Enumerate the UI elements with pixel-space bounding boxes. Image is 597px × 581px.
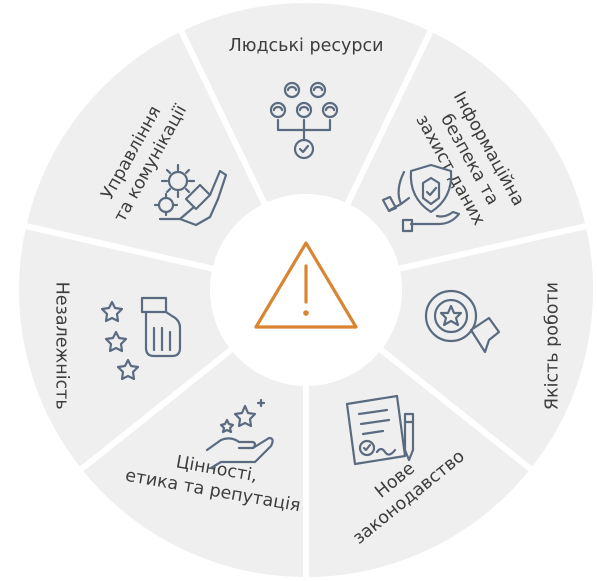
label-hr: Людські ресурси: [229, 36, 384, 56]
segment-law: [303, 344, 536, 581]
warning-triangle-icon: [254, 241, 358, 329]
thumbs-up-stars-icon: [100, 296, 182, 381]
people-network-icon: [269, 81, 339, 160]
label-independence: Незалежність: [51, 282, 71, 410]
segment-values: [76, 344, 309, 581]
award-badge-icon: [424, 289, 501, 354]
label-quality-line: Якість роботи: [543, 282, 563, 410]
label-hr-line: Людські ресурси: [229, 36, 384, 56]
shield-hands-icon: [381, 163, 461, 233]
label-independence-line: Незалежність: [51, 282, 71, 410]
contract-pen-icon: [345, 394, 415, 466]
label-quality: Якість роботи: [543, 282, 563, 410]
gears-handshake-icon: [153, 163, 228, 227]
hand-stars-icon: [205, 398, 274, 470]
